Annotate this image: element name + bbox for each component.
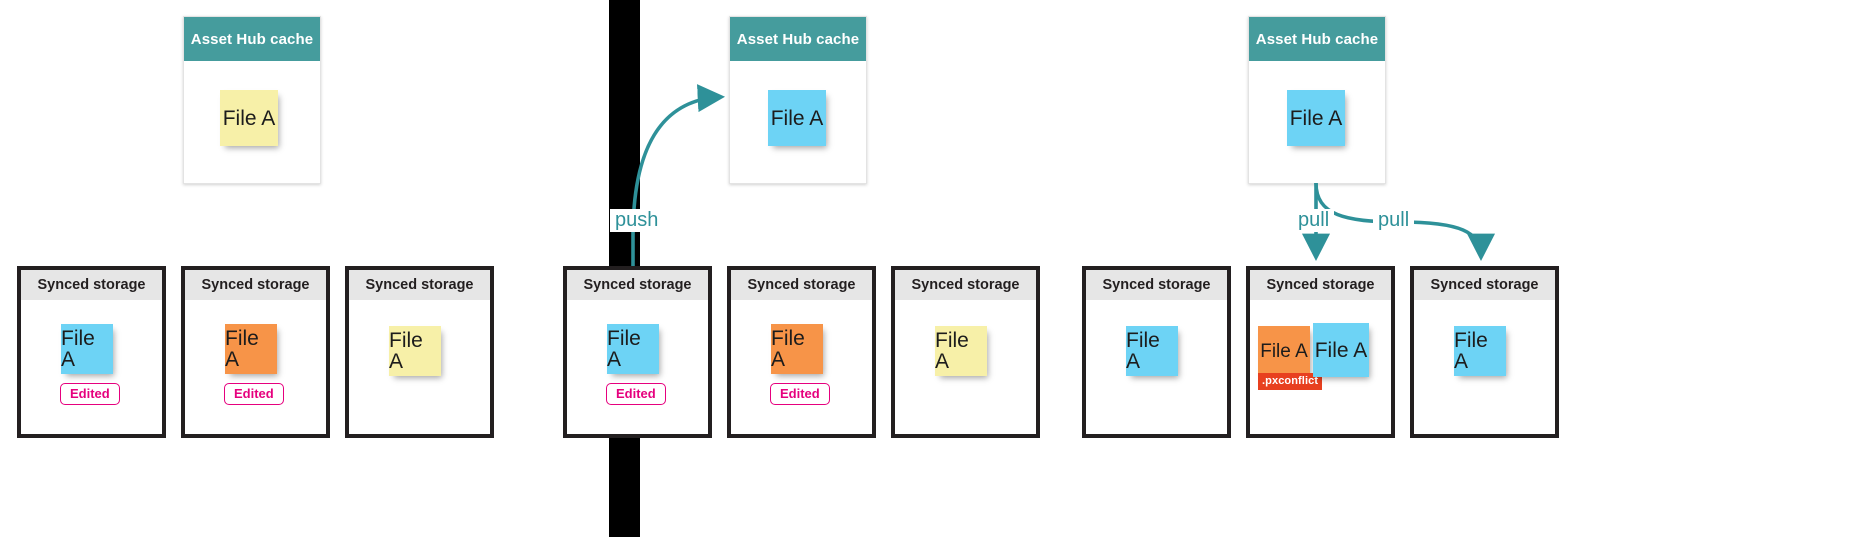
push-arrow [631,84,726,266]
asset-hub-cache-card: Asset Hub cache File A [1248,16,1386,184]
asset-hub-cache-title: Asset Hub cache [736,30,860,48]
sticky-note-label: File A [1454,329,1488,373]
sticky-note-file-a[interactable]: File A [607,324,659,374]
synced-storage-header: Synced storage [1250,270,1391,300]
sticky-note-label: File A [770,106,824,130]
sticky-note-label: File A [1126,329,1160,373]
sticky-note-label: File A [225,327,259,371]
synced-storage-header: Synced storage [1086,270,1227,300]
asset-hub-cache-header: Asset Hub cache [184,17,320,61]
synced-storage-card-2: Synced storage File A Edited [727,266,876,438]
sticky-note-label: File A [1260,340,1308,362]
synced-storage-title: Synced storage [1266,277,1375,293]
synced-storage-header: Synced storage [567,270,708,300]
sticky-note-label: File A [389,329,423,373]
asset-hub-cache-body: File A [184,61,320,183]
pull-arrow-label-1: pull [1293,209,1335,232]
status-badge-pxconflict: .pxconflict [1258,373,1323,390]
sticky-note-label: File A [771,327,805,371]
synced-storage-header: Synced storage [1414,270,1555,300]
synced-storage-header: Synced storage [185,270,326,300]
synced-storage-header: Synced storage [731,270,872,300]
synced-storage-title: Synced storage [583,277,692,293]
sticky-note-file-a[interactable]: File A [1454,326,1506,376]
synced-storage-header: Synced storage [895,270,1036,300]
asset-hub-cache-body: File A [730,61,866,183]
sticky-note-label: File A [1314,338,1368,362]
synced-storage-card-1: Synced storage File A Edited [563,266,712,438]
synced-storage-title: Synced storage [1430,277,1539,293]
synced-storage-body: File A Edited [731,300,872,434]
status-badge-edited: Edited [606,383,666,405]
synced-storage-card-2: Synced storage File A .pxconflict File A [1246,266,1395,438]
sticky-note-label: File A [61,327,95,371]
synced-storage-body: File A Edited [21,300,162,434]
status-badge-edited: Edited [770,383,830,405]
asset-hub-cache-body: File A [1249,61,1385,183]
asset-hub-cache-card: Asset Hub cache File A [729,16,867,184]
sticky-note-file-a[interactable]: File A [768,90,826,146]
synced-storage-header: Synced storage [21,270,162,300]
sticky-note-file-a[interactable]: File A [389,326,441,376]
synced-storage-header: Synced storage [349,270,490,300]
asset-hub-cache-header: Asset Hub cache [730,17,866,61]
synced-storage-card-2: Synced storage File A Edited [181,266,330,438]
synced-storage-title: Synced storage [1102,277,1211,293]
synced-storage-card-3: Synced storage File A [891,266,1040,438]
pull-arrow-label-2: pull [1373,209,1415,232]
status-badge-edited: Edited [60,383,120,405]
asset-hub-cache-title: Asset Hub cache [1255,30,1379,48]
synced-storage-title: Synced storage [201,277,310,293]
sticky-note-file-a[interactable]: File A [225,324,277,374]
asset-hub-cache-title: Asset Hub cache [190,30,314,48]
asset-hub-cache-header: Asset Hub cache [1249,17,1385,61]
sticky-note-label: File A [607,327,641,371]
synced-storage-title: Synced storage [37,277,146,293]
sticky-note-file-a[interactable]: File A [220,90,278,146]
sticky-note-label: File A [1289,106,1343,130]
synced-storage-body: File A Edited [567,300,708,434]
synced-storage-body: File A .pxconflict File A [1250,300,1391,434]
sticky-note-file-a-conflict[interactable]: File A .pxconflict [1258,326,1323,390]
synced-storage-card-1: Synced storage File A Edited [17,266,166,438]
sticky-note-file-a[interactable]: File A [61,324,113,374]
synced-storage-body: File A [1086,300,1227,434]
asset-hub-cache-card: Asset Hub cache File A [183,16,321,184]
status-badge-edited: Edited [224,383,284,405]
sticky-note-file-a[interactable]: File A [771,324,823,374]
synced-storage-title: Synced storage [747,277,856,293]
sticky-note-file-a[interactable]: File A [1126,326,1178,376]
sticky-note-label: File A [222,106,276,130]
synced-storage-body: File A Edited [185,300,326,434]
synced-storage-body: File A [895,300,1036,434]
sticky-note-file-a[interactable]: File A [1313,323,1369,377]
synced-storage-title: Synced storage [911,277,1020,293]
synced-storage-card-1: Synced storage File A [1082,266,1231,438]
synced-storage-body: File A [349,300,490,434]
synced-storage-card-3: Synced storage File A [345,266,494,438]
sticky-note-label: File A [935,329,969,373]
synced-storage-card-3: Synced storage File A [1410,266,1559,438]
sticky-note-file-a[interactable]: File A [1287,90,1345,146]
push-arrow-label: push [610,209,664,232]
synced-storage-body: File A [1414,300,1555,434]
synced-storage-title: Synced storage [365,277,474,293]
sticky-note-file-a[interactable]: File A [935,326,987,376]
